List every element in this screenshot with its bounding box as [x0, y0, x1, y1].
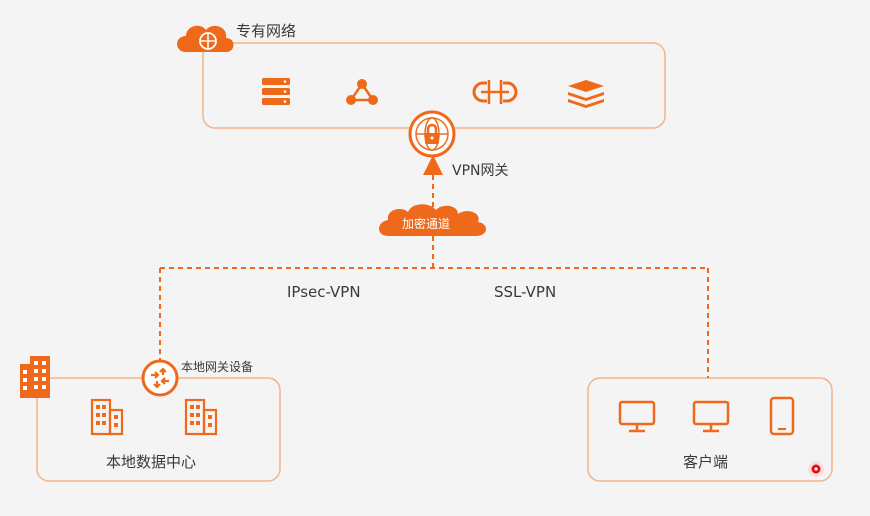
office-building-icon — [90, 398, 124, 436]
tunnel-label: 加密通道 — [402, 217, 451, 231]
storage-layers-icon — [568, 80, 604, 108]
router-icon — [141, 359, 179, 397]
clients-label: 客户端 — [683, 453, 729, 471]
ssl-vpn-label: SSL-VPN — [494, 283, 557, 301]
desktop-monitor-icon — [692, 400, 730, 433]
building-icon — [20, 356, 50, 398]
gateway-link-icon — [472, 80, 518, 104]
clients-container — [587, 377, 833, 482]
tablet-icon — [769, 396, 795, 436]
network-node-icon — [346, 79, 378, 105]
desktop-monitor-icon — [618, 400, 656, 433]
cursor-indicator — [808, 461, 824, 477]
tunnel-cloud-shape — [379, 204, 487, 236]
office-building-icon — [184, 398, 218, 436]
vpn-gateway-label: VPN网关 — [452, 163, 509, 179]
cloud-icon — [177, 25, 234, 52]
server-rack-icon — [262, 78, 290, 105]
ipsec-vpn-label: IPsec-VPN — [287, 283, 361, 301]
datacenter-label: 本地数据中心 — [106, 453, 197, 471]
connection-lines — [159, 155, 709, 378]
lock-globe-icon — [408, 110, 456, 158]
vpc-title: 专有网络 — [236, 22, 297, 40]
gateway-device-label: 本地网关设备 — [181, 360, 254, 374]
